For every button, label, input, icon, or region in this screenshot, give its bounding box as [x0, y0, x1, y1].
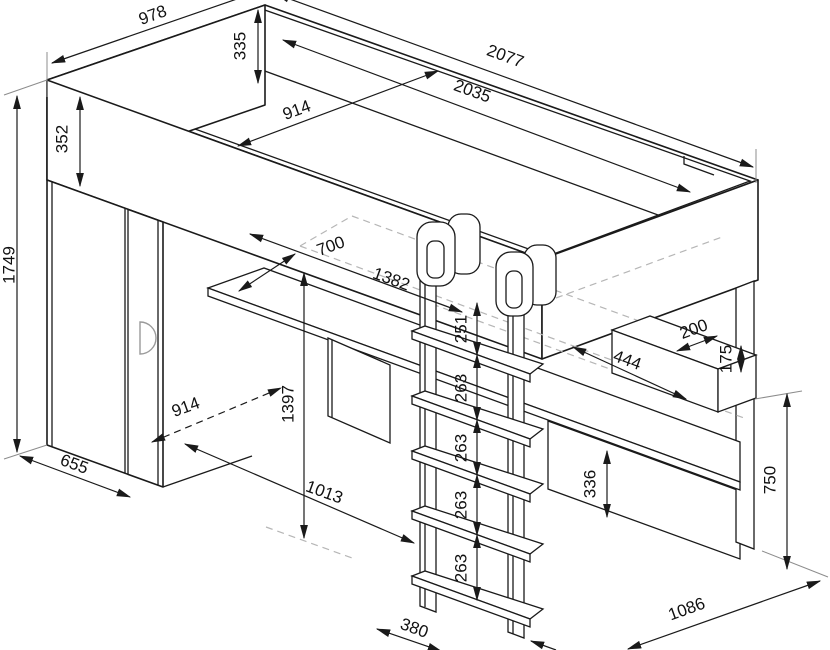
door-handle [139, 321, 157, 355]
dim-label-overall-height: 1749 [0, 246, 18, 284]
dimension-labels: 978 335 2077 2035 914 352 1749 700 1382 … [0, 1, 779, 642]
dim-label-floor-span: 1013 [303, 477, 345, 508]
ladder-post-right [507, 279, 525, 639]
dim-label-step-spacing-3: 263 [451, 491, 470, 519]
dimension-lines [13, 0, 822, 650]
wardrobe [46, 179, 253, 488]
foot-panel [541, 179, 759, 360]
dim-label-ladder-top-spacing: 251 [451, 315, 470, 343]
dim-label-shelf-height: 175 [716, 345, 735, 373]
dim-label-desk-surface-height: 1397 [278, 385, 297, 423]
dim-label-floor-inner-width: 914 [169, 393, 202, 421]
desk-apron [547, 420, 741, 560]
dim-label-head-panel-height: 352 [52, 125, 71, 153]
dim-label-side-overall-depth: 1086 [666, 594, 708, 625]
ladder-post-left [419, 249, 437, 613]
dim-label-step-spacing-4: 263 [451, 554, 470, 582]
dim-label-bed-overall-length: 2077 [484, 41, 526, 72]
dim-label-shelf-floor-clearance: 750 [760, 466, 779, 494]
dim-label-step-spacing-2: 263 [451, 434, 470, 462]
extension-lines [3, 52, 829, 578]
dim-label-rail-above-base: 335 [230, 32, 249, 60]
right-leg [735, 280, 755, 550]
desk-back-panel [327, 337, 391, 444]
dim-label-step-spacing-1: 263 [451, 374, 470, 402]
dim-label-apron-height: 336 [580, 470, 599, 498]
